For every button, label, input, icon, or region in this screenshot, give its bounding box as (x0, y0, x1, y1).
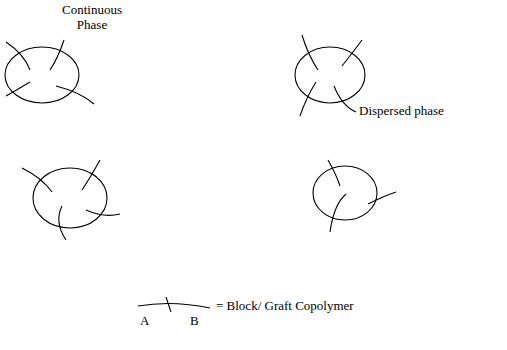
copolymer-sample (138, 303, 210, 308)
copolymer-chain (50, 40, 64, 70)
droplet (5, 47, 79, 103)
copolymer-chain (6, 82, 30, 96)
copolymer-chain (86, 210, 120, 215)
block-junction-tick (166, 297, 171, 312)
copolymer-chain (330, 194, 346, 232)
copolymer-chain (6, 42, 30, 70)
copolymer-chain (22, 168, 52, 192)
copolymer-chain (82, 160, 100, 190)
droplet (33, 168, 107, 228)
copolymer-chain (342, 40, 362, 66)
droplet (313, 166, 377, 220)
copolymer-chain (368, 192, 396, 204)
block-label: B (190, 314, 199, 329)
copolymer-chain (56, 86, 94, 104)
copolymer-chain (334, 86, 356, 112)
phase-label: Dispersed phase (359, 104, 444, 119)
block-label: A (140, 314, 149, 329)
legend-text: = Block/ Graft Copolymer (216, 299, 354, 314)
copolymer-chain (328, 160, 340, 186)
copolymer-chain (300, 82, 316, 116)
copolymer-chain (59, 206, 66, 240)
copolymer-chain (302, 35, 318, 70)
droplet (295, 47, 365, 103)
phase-label: Continuous Phase (56, 3, 128, 33)
